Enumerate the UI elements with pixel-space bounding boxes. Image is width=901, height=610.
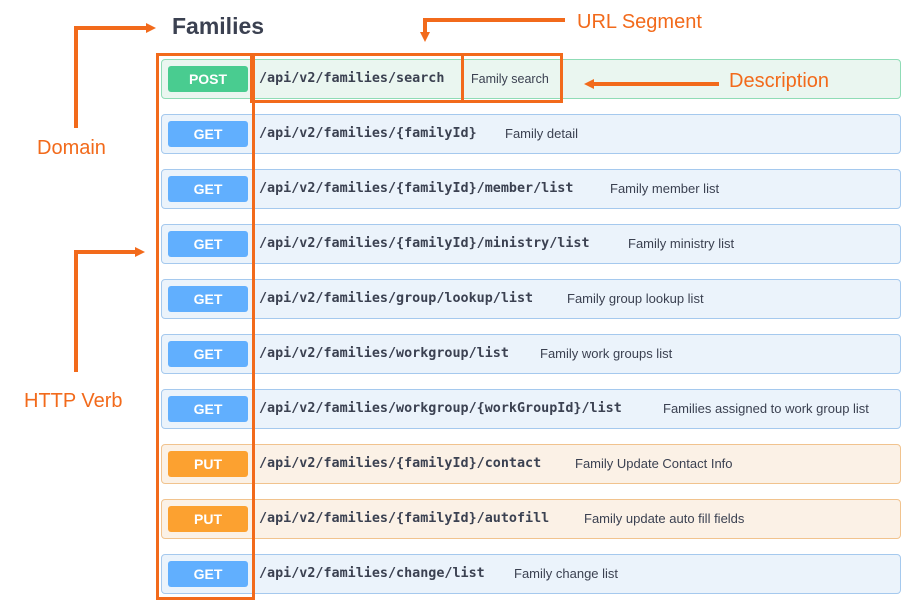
operation-path: /api/v2/families/workgroup/list: [259, 346, 509, 361]
operation-path: /api/v2/families/{familyId}/autofill: [259, 511, 550, 526]
description-highlight: [461, 53, 563, 103]
operation-path: /api/v2/families/change/list: [259, 566, 485, 581]
operation-description: Family change list: [514, 566, 619, 581]
http-method-badge: GET: [168, 396, 248, 422]
url-segment-arrow: [420, 18, 565, 42]
operation-path: /api/v2/families/{familyId}: [259, 126, 477, 141]
http-method-badge: GET: [168, 341, 248, 367]
operation-description: Families assigned to work group list: [663, 401, 869, 416]
operation-path: /api/v2/families/workgroup/{workGroupId}…: [259, 401, 622, 416]
http-method-badge: GET: [168, 121, 248, 147]
operation-description: Family member list: [610, 181, 720, 196]
operation-description: Family detail: [505, 126, 578, 141]
domain-label: Domain: [37, 137, 106, 159]
operation-description: Family update auto fill fields: [584, 511, 745, 526]
http-method-badge: GET: [168, 286, 248, 312]
operation-description: Family group lookup list: [567, 291, 704, 306]
operation-description: Family work groups list: [540, 346, 673, 361]
http-method-badge: GET: [168, 231, 248, 257]
operation-path: /api/v2/families/{familyId}/ministry/lis…: [259, 236, 590, 251]
operation-path: /api/v2/families/group/lookup/list: [259, 291, 534, 306]
operation-path: /api/v2/families/search: [259, 71, 445, 86]
operation-row[interactable]: PUT /api/v2/families/{familyId}/contact …: [161, 444, 901, 484]
section-title: Families: [172, 13, 265, 39]
http-method-badge: GET: [168, 561, 248, 587]
operation-description: Family ministry list: [628, 236, 735, 251]
http-method-badge: PUT: [168, 451, 248, 477]
operation-path: /api/v2/families/{familyId}/contact: [259, 456, 542, 471]
description-label: Description: [729, 70, 830, 92]
operation-description: Family Update Contact Info: [575, 456, 733, 471]
operation-row[interactable]: GET /api/v2/families/workgroup/{workGrou…: [161, 389, 901, 429]
operation-row[interactable]: GET /api/v2/families/group/lookup/list F…: [161, 279, 901, 319]
operation-row[interactable]: POST /api/v2/families/search Family sear…: [161, 59, 901, 99]
operation-description: Family search: [471, 72, 549, 86]
domain-arrow: [74, 23, 156, 128]
http-method-badge: GET: [168, 176, 248, 202]
http-verb-label: HTTP Verb: [24, 390, 123, 412]
http-method-badge: PUT: [168, 506, 248, 532]
http-method-badge: POST: [168, 66, 248, 92]
operation-path: /api/v2/families/{familyId}/member/list: [259, 181, 574, 196]
operation-row[interactable]: GET /api/v2/families/{familyId}/member/l…: [161, 169, 901, 209]
url-segment-label: URL Segment: [577, 11, 702, 33]
operation-row[interactable]: GET /api/v2/families/{familyId}/ministry…: [161, 224, 901, 264]
operation-row[interactable]: PUT /api/v2/families/{familyId}/autofill…: [161, 499, 901, 539]
verb-column-highlight: [156, 53, 255, 600]
operation-row[interactable]: GET /api/v2/families/change/list Family …: [161, 554, 901, 594]
operation-row[interactable]: GET /api/v2/families/{familyId} Family d…: [161, 114, 901, 154]
http-verb-arrow: [74, 247, 145, 372]
operation-row[interactable]: GET /api/v2/families/workgroup/list Fami…: [161, 334, 901, 374]
